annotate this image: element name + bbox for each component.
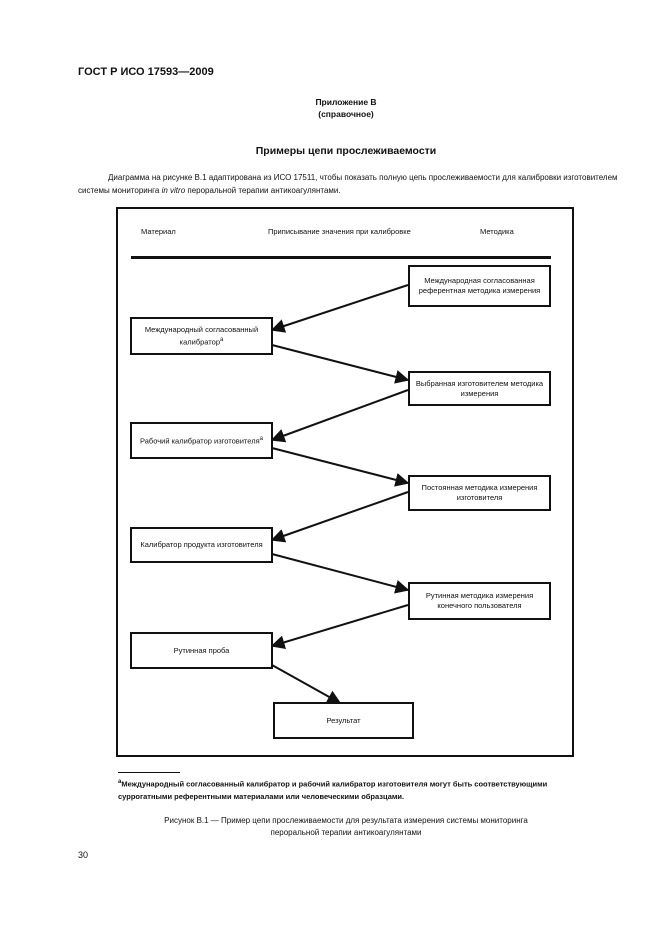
method-box-reference: Международная согласованная референтная … bbox=[408, 265, 551, 307]
intro-text: Диаграмма на рисунке В.1 адаптирована из… bbox=[78, 173, 618, 195]
arrow bbox=[270, 284, 409, 333]
arrow bbox=[271, 344, 410, 384]
footnote-mark: a bbox=[220, 336, 224, 343]
arrow bbox=[271, 447, 410, 487]
intro-paragraph: Диаграмма на рисунке В.1 адаптирована из… bbox=[78, 171, 618, 197]
figure-caption: Рисунок В.1 — Пример цепи прослеживаемос… bbox=[0, 815, 661, 839]
material-box-routine-sample: Рутинная проба bbox=[130, 632, 273, 669]
method-box-standing: Постоянная методика измерения изготовите… bbox=[408, 475, 551, 511]
arrow bbox=[271, 553, 410, 594]
page-number: 30 bbox=[78, 850, 89, 860]
material-label: Рабочий калибратор изготовителя bbox=[140, 436, 260, 446]
section-title: Примеры цепи прослеживаемости bbox=[255, 145, 437, 157]
annex-status: (справочное) bbox=[318, 109, 374, 119]
column-header-assignment: Приписывание значения при калибровке bbox=[268, 227, 411, 236]
intro-text-end: пероральной терапии антикоагулянтами. bbox=[185, 186, 341, 195]
annex-title: Приложение В bbox=[315, 97, 377, 107]
material-label: Международный согласованный калибратор bbox=[144, 324, 259, 347]
column-header-method: Методика bbox=[480, 227, 514, 236]
material-box-product-calibrator: Калибратор продукта изготовителя bbox=[130, 527, 273, 563]
header-rule bbox=[131, 256, 551, 259]
intro-italic: in vitro bbox=[161, 186, 186, 195]
material-box-working-calibrator: Рабочий калибратор изготовителяa bbox=[130, 422, 273, 459]
arrow bbox=[270, 389, 409, 443]
arrow bbox=[270, 491, 409, 543]
result-box: Результат bbox=[273, 702, 414, 739]
document-header: ГОСТ Р ИСО 17593—2009 bbox=[78, 66, 214, 78]
arrow bbox=[271, 664, 342, 704]
method-box-selected: Выбранная изготовителем методика измерен… bbox=[408, 371, 551, 406]
footnote-mark: a bbox=[259, 436, 263, 443]
footnote-rule bbox=[118, 772, 180, 773]
caption-line-2: пероральной терапии антикоагулянтами bbox=[270, 828, 422, 837]
footnote-text: Международный согласованный калибратор и… bbox=[118, 779, 548, 801]
diagram-frame bbox=[116, 207, 574, 757]
arrow bbox=[270, 604, 409, 650]
method-box-routine: Рутинная методика измерения конечного по… bbox=[408, 582, 551, 620]
material-box-international-calibrator: Международный согласованный калибраторa bbox=[130, 317, 273, 355]
caption-line-1: Рисунок В.1 — Пример цепи прослеживаемос… bbox=[164, 816, 528, 825]
footnote-mark: a bbox=[118, 779, 122, 785]
column-header-material: Материал bbox=[141, 227, 176, 236]
footnote: aМеждународный согласованный калибратор … bbox=[118, 776, 578, 803]
